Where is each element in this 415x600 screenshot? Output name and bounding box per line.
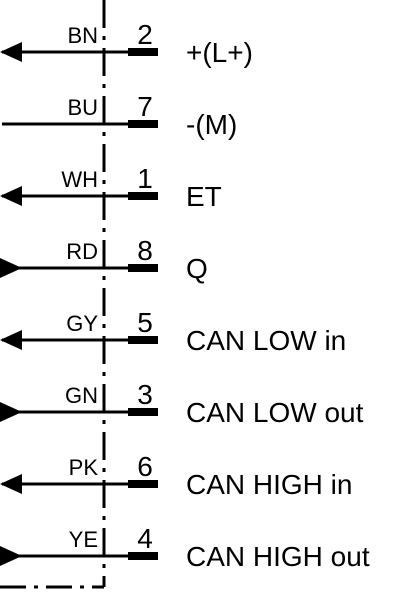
wire-color-code: RD xyxy=(66,239,98,264)
pin-number: 4 xyxy=(137,523,153,554)
pin-contact xyxy=(128,120,158,128)
pin-contact xyxy=(128,264,158,272)
pin-contact xyxy=(128,192,158,200)
arrow-right-icon xyxy=(0,402,22,422)
pin-number: 5 xyxy=(137,307,153,338)
signal-label: ET xyxy=(186,181,222,212)
pin-number: 1 xyxy=(137,163,153,194)
wire-color-code: WH xyxy=(61,167,98,192)
signal-label: -(M) xyxy=(186,109,237,140)
wire-color-code: GN xyxy=(65,383,98,408)
pin-contact xyxy=(128,408,158,416)
wire-color-code: BU xyxy=(67,95,98,120)
pin-contact xyxy=(128,336,158,344)
arrow-right-icon xyxy=(0,258,22,278)
wire-color-code: BN xyxy=(67,23,98,48)
pin-number: 6 xyxy=(137,451,153,482)
pin-number: 2 xyxy=(137,19,153,50)
arrow-left-icon xyxy=(0,186,22,206)
signal-label: CAN HIGH in xyxy=(186,469,352,500)
pin-contact xyxy=(128,552,158,560)
wire-color-code: YE xyxy=(69,527,98,552)
pin-number: 3 xyxy=(137,379,153,410)
wire-color-code: PK xyxy=(69,455,99,480)
signal-label: CAN HIGH out xyxy=(186,541,370,572)
arrow-left-icon xyxy=(0,330,22,350)
signal-label: +(L+) xyxy=(186,37,253,68)
arrow-right-icon xyxy=(0,546,22,566)
signal-label: CAN LOW in xyxy=(186,325,346,356)
pin-contact xyxy=(128,48,158,56)
wire-color-code: GY xyxy=(66,311,98,336)
signal-label: CAN LOW out xyxy=(186,397,364,428)
pin-number: 7 xyxy=(137,91,153,122)
pin-number: 8 xyxy=(137,235,153,266)
pin-contact xyxy=(128,480,158,488)
arrow-left-icon xyxy=(0,42,22,62)
arrow-left-icon xyxy=(0,474,22,494)
signal-label: Q xyxy=(186,253,208,284)
